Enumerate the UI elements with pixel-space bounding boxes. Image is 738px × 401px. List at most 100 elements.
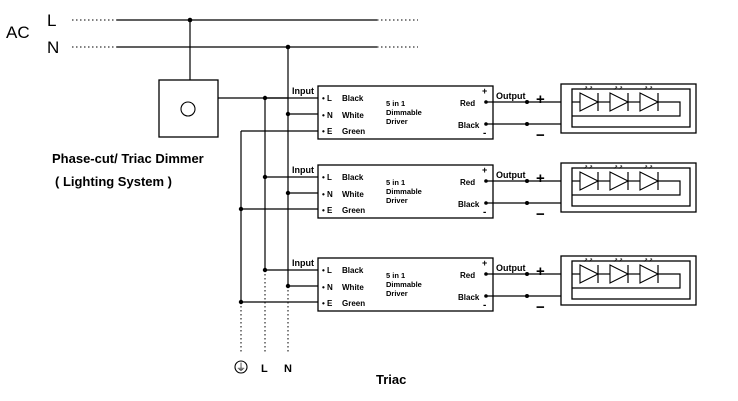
svg-text:↗↗: ↗↗ (583, 258, 593, 264)
terminal-e: • E (322, 299, 333, 308)
terminal-l: • L (322, 173, 332, 182)
led-plus-sign: + (536, 91, 545, 108)
led-return-wire (572, 101, 681, 117)
led-plus-sign: + (536, 263, 545, 280)
svg-text:↗↗: ↗↗ (613, 165, 623, 171)
driver-neutral-junction (285, 190, 291, 196)
led-diode-icon: ↗↗ (609, 86, 640, 112)
svg-text:↗↗: ↗↗ (643, 165, 653, 171)
driver-line-junction (262, 267, 268, 273)
driver-name-line: Driver (386, 196, 408, 205)
diagram-caption: Triac (376, 372, 406, 387)
led-strip-inner (571, 88, 691, 128)
dimmer-subtitle: ( Lighting System ) (55, 174, 172, 189)
svg-text:↗↗: ↗↗ (613, 258, 623, 264)
terminal-n-color: White (342, 283, 364, 292)
driver-unit: Input • L Black • N White • E Green 5 in… (238, 162, 697, 223)
driver-minus-sign: - (483, 128, 486, 139)
svg-text:↗↗: ↗↗ (613, 86, 623, 92)
driver-red-label: Red (460, 271, 475, 280)
driver-black-label: Black (458, 200, 480, 209)
terminal-n: • N (322, 283, 333, 292)
bus-wires (240, 47, 289, 352)
driver-name-line: Driver (386, 117, 408, 126)
output-positive-junction (525, 100, 529, 104)
led-diode-icon: ↗↗ (572, 258, 610, 284)
led-return-wire (572, 180, 681, 196)
terminal-l: • L (322, 266, 332, 275)
led-strip-inner (571, 167, 691, 207)
led-return-wire (572, 273, 681, 289)
led-minus-sign: − (536, 299, 545, 316)
driver-red-label: Red (460, 178, 475, 187)
led-diode-icon: ↗↗ (572, 86, 610, 112)
output-positive-junction (525, 272, 529, 276)
led-strip-inner (571, 260, 691, 300)
driver-red-label: Red (460, 99, 475, 108)
led-plus-sign: + (536, 170, 545, 187)
driver-name-line: Dimmable (386, 280, 422, 289)
mains-neutral-label: N (47, 38, 59, 57)
output-negative-junction (525, 201, 529, 205)
terminal-e-color: Green (342, 299, 365, 308)
bottom-terminals: ⏚ L N Triac (234, 360, 406, 387)
dimmer-title: Phase-cut/ Triac Dimmer (52, 151, 204, 166)
svg-text:↗↗: ↗↗ (643, 86, 653, 92)
terminal-n: • N (322, 190, 333, 199)
earth-icon (234, 360, 248, 374)
bottom-line-label: L (261, 363, 268, 375)
driver-box (317, 164, 494, 219)
earth-symbol: ⏚ (236, 362, 246, 374)
terminal-l-color: Black (342, 173, 364, 182)
driver-name-line: Driver (386, 289, 408, 298)
led-minus-sign: − (536, 127, 545, 144)
driver-name-line: 5 in 1 (386, 99, 405, 108)
ac-label: AC (6, 23, 30, 42)
terminal-n-color: White (342, 111, 364, 120)
driver-line-junction (262, 174, 268, 180)
terminal-l-color: Black (342, 266, 364, 275)
driver-unit: Input • L Black • N White • E Green 5 in… (238, 255, 697, 316)
output-negative-junction (525, 122, 529, 126)
driver-input-label: Input (292, 86, 314, 96)
driver-box (317, 257, 494, 312)
dimmer: Phase-cut/ Triac Dimmer ( Lighting Syste… (52, 20, 288, 189)
driver-name-line: Dimmable (386, 108, 422, 117)
driver-neutral-junction (285, 111, 291, 117)
terminal-e-color: Green (342, 127, 365, 136)
output-negative-junction (525, 294, 529, 298)
mains-line-label: L (47, 11, 56, 30)
led-strip: ↗↗ ↗↗ ↗↗ (560, 255, 697, 306)
driver-minus-sign: - (483, 207, 486, 218)
dimmer-box (158, 79, 219, 138)
driver-input-label: Input (292, 258, 314, 268)
driver-black-label: Black (458, 293, 480, 302)
svg-text:↗↗: ↗↗ (583, 165, 593, 171)
driver-box (317, 85, 494, 140)
driver-name-line: 5 in 1 (386, 178, 405, 187)
driver-input-label: Input (292, 165, 314, 175)
output-positive-junction (525, 179, 529, 183)
svg-text:↗↗: ↗↗ (643, 258, 653, 264)
driver-unit: Input • L Black • N White • E Green 5 in… (241, 83, 697, 144)
driver-earth-junction (238, 206, 244, 212)
terminal-e: • E (322, 127, 333, 136)
led-diode-icon: ↗↗ (609, 165, 640, 191)
driver-plus-sign: + (482, 258, 487, 268)
mains-supply: AC L N (6, 11, 418, 57)
led-minus-sign: − (536, 206, 545, 223)
terminal-e-color: Green (342, 206, 365, 215)
driver-output-label: Output (496, 170, 526, 180)
led-strip: ↗↗ ↗↗ ↗↗ (560, 83, 697, 134)
terminal-n: • N (322, 111, 333, 120)
driver-name-line: Dimmable (386, 187, 422, 196)
driver-neutral-junction (285, 283, 291, 289)
driver-plus-sign: + (482, 86, 487, 96)
svg-text:↗↗: ↗↗ (583, 86, 593, 92)
terminal-l: • L (322, 94, 332, 103)
terminal-n-color: White (342, 190, 364, 199)
terminal-l-color: Black (342, 94, 364, 103)
terminal-e: • E (322, 206, 333, 215)
driver-line-junction (262, 95, 268, 101)
driver-output-label: Output (496, 263, 526, 273)
